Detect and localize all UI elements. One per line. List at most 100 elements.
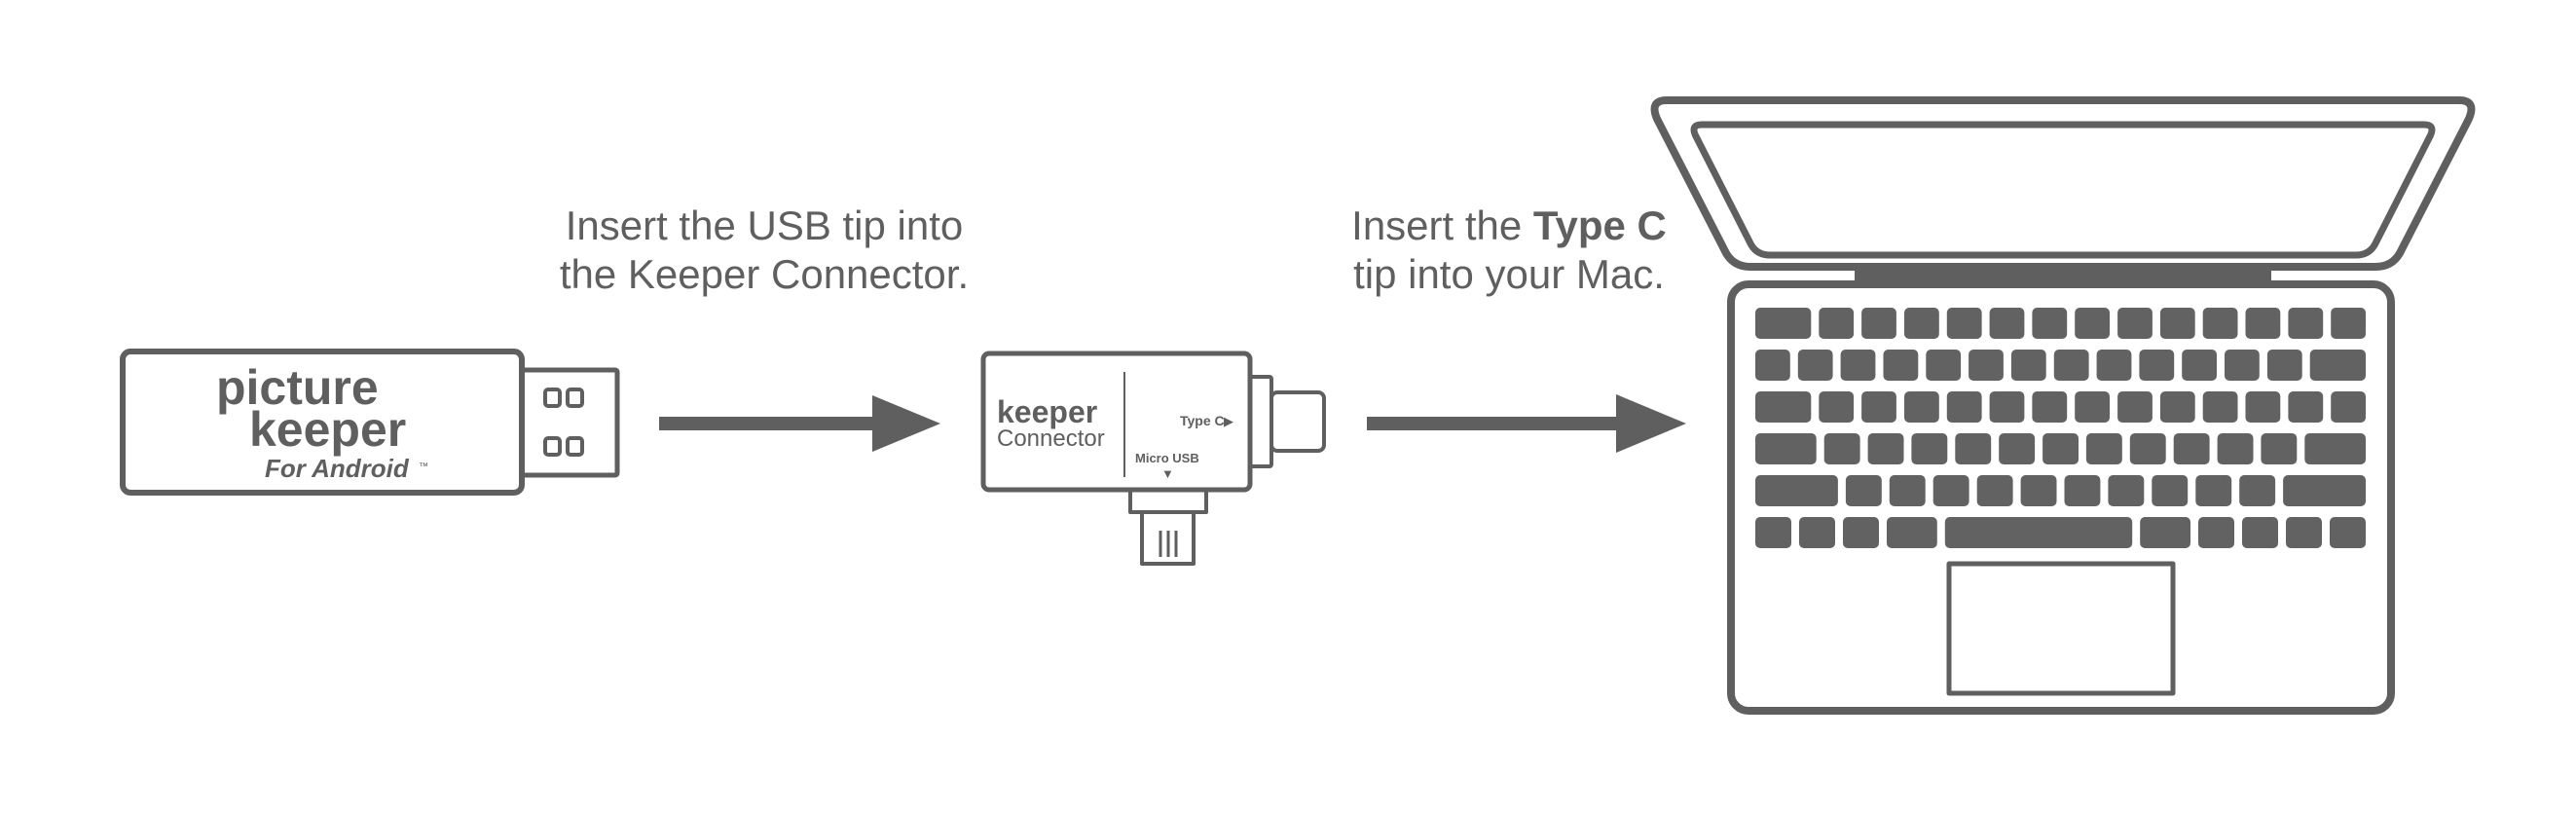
- keyboard-key: [2117, 308, 2153, 339]
- keyboard-key: [1861, 308, 1896, 339]
- arrow-shaft: [1367, 417, 1622, 430]
- keyboard-key: [1755, 350, 1790, 381]
- keyboard-key: [1755, 391, 1812, 423]
- arrow-shaft: [659, 417, 878, 430]
- keyboard-key: [2020, 475, 2057, 506]
- arrow-head: [872, 395, 940, 452]
- step-2-line-2: tip into your Mac.: [1353, 251, 1665, 297]
- keyboard-key: [2309, 350, 2366, 381]
- keyboard-key: [1867, 433, 1904, 464]
- keyboard-key: [2239, 475, 2276, 506]
- type-c-label: Type C: [1180, 413, 1225, 428]
- arrow-right-icon: [1367, 394, 1686, 453]
- keyboard-key: [1755, 433, 1817, 464]
- usb-tip-hole: [566, 388, 584, 408]
- keyboard-key: [2288, 308, 2324, 339]
- keyboard-key: [1889, 475, 1926, 506]
- keyboard-key: [1989, 308, 2025, 339]
- type-c-plug: [1270, 390, 1326, 453]
- micro-usb-plug: [1140, 510, 1196, 566]
- right-arrow-icon: ▶: [1224, 414, 1233, 428]
- keyboard-key: [1887, 517, 1937, 548]
- step-2-type-c-bold: Type C: [1532, 203, 1667, 248]
- step-2-line-1: Insert the Type C: [1266, 202, 1752, 250]
- usb-tip-hole: [543, 436, 562, 457]
- usb-tip-hole: [543, 388, 562, 408]
- keyboard-key: [2085, 433, 2122, 464]
- keyboard-key: [1932, 475, 1969, 506]
- arrow-right-icon: [659, 395, 940, 452]
- keyboard-key: [2266, 350, 2302, 381]
- keyboard-key: [2198, 517, 2234, 548]
- keyboard-key: [1819, 391, 1855, 423]
- keyboard-key: [2261, 433, 2298, 464]
- keyboard-key: [1843, 517, 1879, 548]
- keyboard-key: [2140, 517, 2190, 548]
- keyboard-key: [2042, 433, 2079, 464]
- connector-brand-line-1: keeper: [997, 394, 1097, 429]
- keyboard-key: [2010, 350, 2046, 381]
- keyboard-key: [1823, 433, 1860, 464]
- laptop-keyboard: [1755, 308, 2366, 548]
- keyboard-key: [1946, 391, 1982, 423]
- flash-drive-brand-line-2: keeper: [249, 402, 406, 457]
- laptop-icon: [1650, 96, 2476, 715]
- keyboard-key: [2159, 308, 2195, 339]
- keyboard-key: [2245, 391, 2281, 423]
- keyboard-key: [2159, 391, 2195, 423]
- keyboard-key: [1797, 350, 1833, 381]
- keyboard-key: [1883, 350, 1919, 381]
- keyboard-key: [2331, 308, 2366, 339]
- keyboard-key: [1955, 433, 1992, 464]
- keyboard-key: [2283, 475, 2366, 506]
- keyboard-key: [1904, 391, 1939, 423]
- arrow-head: [1616, 394, 1686, 453]
- laptop-trackpad: [1946, 561, 2176, 696]
- keyboard-key: [1755, 475, 1838, 506]
- keyboard-key: [2075, 391, 2110, 423]
- keyboard-key: [1969, 350, 2004, 381]
- keyboard-key: [1926, 350, 1962, 381]
- keyboard-key: [2139, 350, 2175, 381]
- keyboard-key: [1904, 308, 1939, 339]
- laptop-hinge: [1855, 265, 2271, 282]
- keyboard-key: [2225, 350, 2260, 381]
- keyboard-key: [2032, 308, 2068, 339]
- keyboard-key: [2288, 391, 2324, 423]
- keyboard-key: [2152, 475, 2189, 506]
- connector-brand-line-2: Connector: [997, 425, 1105, 452]
- keyboard-key: [1999, 433, 2036, 464]
- flash-drive-sub-label: For Android: [265, 454, 410, 483]
- keyboard-key: [2096, 350, 2132, 381]
- keyboard-key: [1946, 308, 1982, 339]
- keyboard-key: [2217, 433, 2254, 464]
- laptop-lid-outer: [1650, 96, 2476, 271]
- keyboard-key: [2129, 433, 2166, 464]
- keyboard-key: [2032, 391, 2068, 423]
- keyboard-key: [2117, 391, 2153, 423]
- step-1-line-1: Insert the USB tip into: [565, 203, 964, 248]
- keyboard-key: [2242, 517, 2278, 548]
- type-c-neck: [1248, 375, 1273, 468]
- keyboard-key: [1755, 517, 1791, 548]
- keyboard-key: [1911, 433, 1948, 464]
- keyboard-key: [2173, 433, 2210, 464]
- keyboard-key: [1799, 517, 1835, 548]
- step-2-caption: Insert the Type C tip into your Mac.: [1266, 202, 1752, 299]
- step-1-caption: Insert the USB tip into the Keeper Conne…: [506, 202, 1022, 299]
- keyboard-key: [2330, 517, 2366, 548]
- step-1-line-2: the Keeper Connector.: [559, 251, 970, 297]
- keyboard-key: [2304, 433, 2366, 464]
- keyboard-key: [2182, 350, 2217, 381]
- micro-usb-neck: [1128, 488, 1208, 514]
- keyboard-key: [2245, 308, 2281, 339]
- keeper-connector-icon: keeper Connector Type C ▶ Micro USB ▼: [980, 351, 1326, 566]
- laptop-screen: [1690, 121, 2436, 259]
- usb-tip-hole: [566, 436, 584, 457]
- keyboard-key: [1845, 475, 1882, 506]
- keyboard-key: [1989, 391, 2025, 423]
- keyboard-key: [1819, 308, 1855, 339]
- keyboard-key: [2075, 308, 2110, 339]
- flash-drive-brand-line-1: picture: [216, 360, 379, 415]
- keyboard-key: [2053, 350, 2089, 381]
